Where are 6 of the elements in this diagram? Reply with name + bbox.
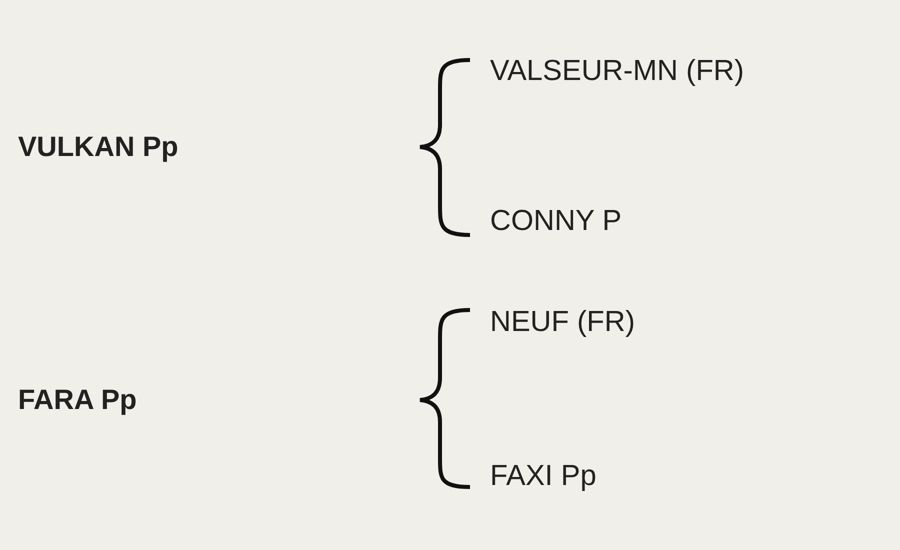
- horse-name: FARA Pp: [18, 386, 137, 414]
- parent-name: FAXI Pp: [490, 462, 596, 491]
- parent-name: NEUF (FR): [490, 308, 635, 337]
- parent-name: VALSEUR-MN (FR): [490, 57, 744, 86]
- parent-name: CONNY P: [490, 207, 622, 236]
- horse-name: VULKAN Pp: [18, 133, 178, 161]
